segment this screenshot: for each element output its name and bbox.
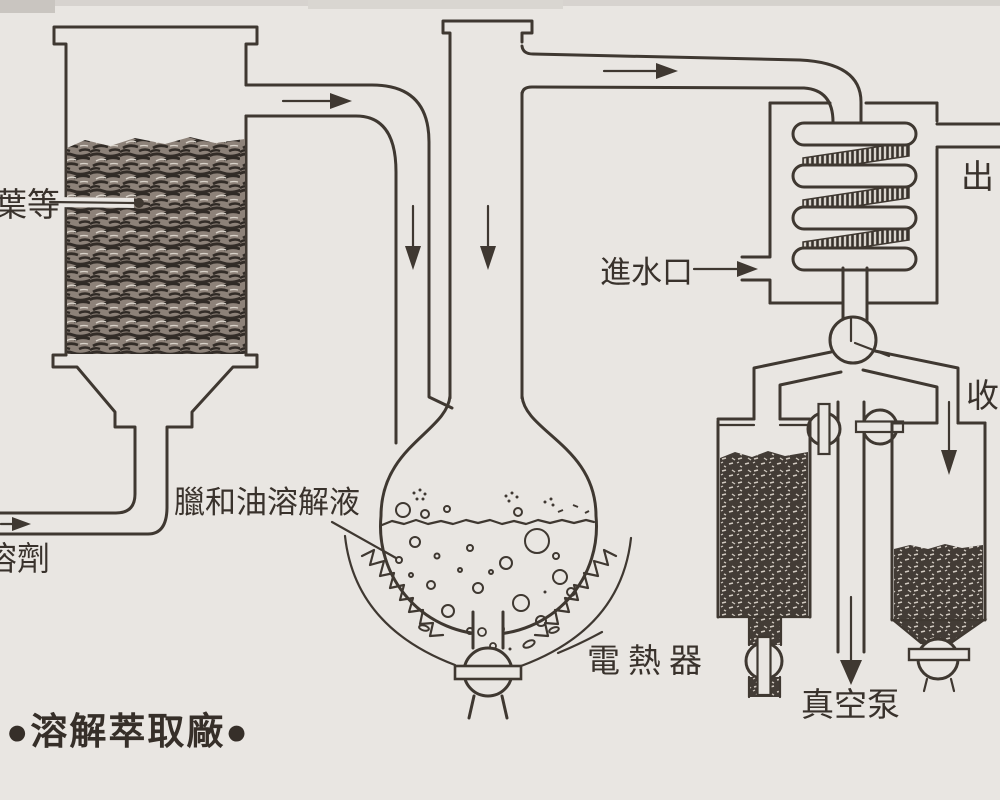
stopcock-valve-left [806, 402, 842, 456]
extraction-vessel: 葉等 溶劑 [0, 25, 259, 577]
condenser: 進水口 出 [600, 101, 1000, 324]
drain-stopcock-right [907, 637, 971, 693]
diagram-title: ●溶解萃取廠● [6, 710, 250, 752]
water-outlet-stub [935, 122, 1000, 149]
vessel-top-flange [52, 25, 259, 139]
coil-back-bands [802, 141, 910, 257]
transfer-pipe [244, 83, 454, 445]
label-collect: 收 [966, 377, 999, 414]
label-solution: 臘和油溶解液 [174, 485, 360, 520]
condenser-coil [791, 121, 918, 272]
electric-heater [343, 534, 633, 668]
collection-vessel-left [716, 417, 812, 699]
scan-artifacts [0, 0, 1000, 13]
water-inlet-arrow-icon [692, 261, 758, 277]
collect-arrow-down-icon [941, 400, 957, 475]
three-way-ball [828, 315, 878, 365]
solvent-inlet-arrow-icon [0, 517, 31, 531]
label-heater: 電熱器 [587, 642, 710, 679]
water-jacket [768, 101, 939, 305]
flask-neck-flange [441, 19, 534, 44]
solution-pointer [330, 520, 398, 560]
liquid-surface [380, 518, 596, 527]
material-pointer [48, 197, 144, 208]
plant-material-fill [67, 137, 245, 354]
vacuum-line: 真空泵 [801, 400, 905, 723]
bubble-dots [412, 488, 555, 651]
label-water-inlet: 進水口 [600, 255, 693, 290]
flask-stopcock-valve [453, 646, 523, 720]
vapor-pipe [520, 44, 863, 130]
label-water-outlet: 出 [961, 158, 994, 195]
collected-liquid-fill [894, 544, 983, 619]
vacuum-arrow-down-icon [840, 595, 862, 685]
label-vacuum-pump: 真空泵 [801, 686, 900, 723]
distributor-valve: 收 [752, 315, 999, 475]
flow-arrow-right-icon [602, 63, 678, 79]
flow-arrow-down-icon [405, 204, 421, 270]
flow-arrow-down-icon [480, 204, 496, 270]
distillation-flask: 臘和油溶解液 電熱器 [174, 19, 710, 720]
water-inlet-stub [740, 255, 772, 282]
collected-liquid-fill [720, 451, 808, 616]
stopcock-valve-right [854, 408, 905, 446]
label-solvent: 溶劑 [0, 540, 50, 577]
collection-vessel-right [889, 421, 988, 693]
flow-arrow-right-icon [281, 93, 352, 109]
drain-stopcock-left [744, 635, 784, 699]
label-material: 葉等 [0, 186, 60, 223]
